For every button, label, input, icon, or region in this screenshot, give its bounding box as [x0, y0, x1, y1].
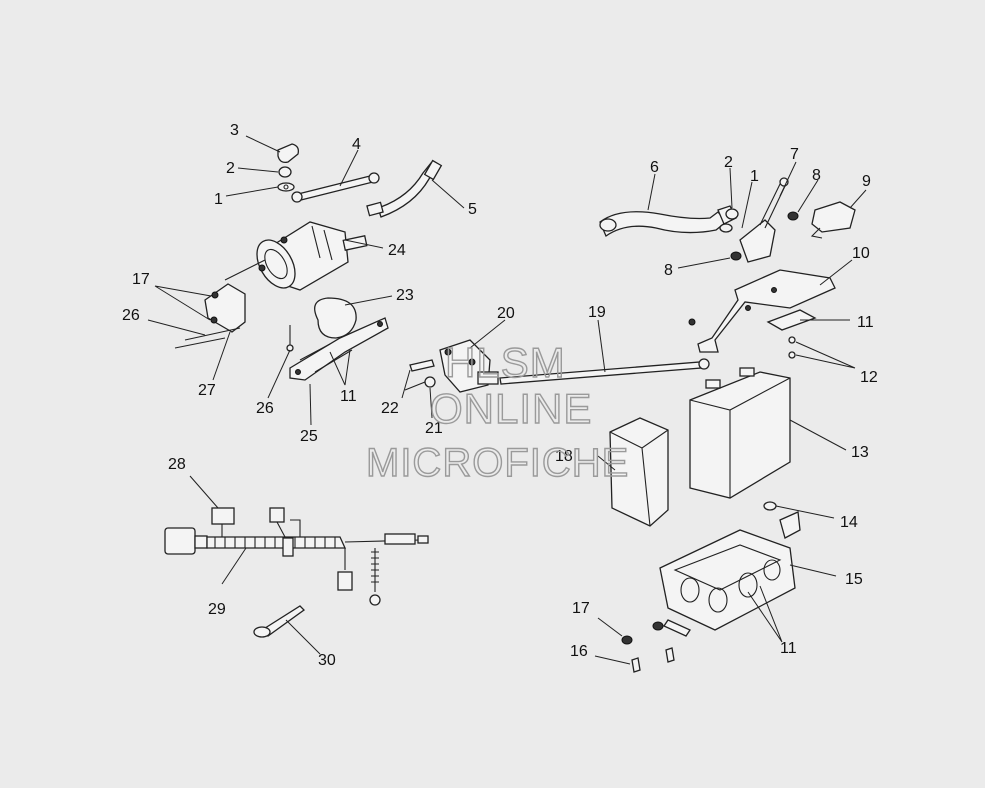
watermark-line-3: MICROFICHE	[366, 441, 629, 485]
callout-20: 20	[497, 305, 515, 322]
callout-25: 25	[300, 428, 318, 445]
starter-cable	[297, 175, 374, 201]
callout-11-bottom: 11	[780, 640, 797, 657]
battery	[689, 367, 791, 499]
callout-24: 24	[388, 242, 406, 259]
callout-14: 14	[840, 514, 858, 531]
callout-8-mid: 8	[664, 262, 673, 279]
callout-2-left: 2	[226, 160, 235, 177]
positive-cable	[599, 211, 727, 237]
callout-12: 12	[860, 369, 878, 386]
callout-17-right: 17	[572, 600, 590, 617]
wire-clip	[811, 201, 856, 233]
callout-11-right: 11	[857, 314, 874, 331]
callout-13: 13	[851, 444, 869, 461]
callout-26-left: 26	[122, 307, 140, 324]
watermark: HLSM ONLINE MICROFICHE	[365, 338, 629, 485]
starter-bracket	[204, 283, 246, 333]
starter-motor	[256, 221, 368, 291]
callout-19: 19	[588, 304, 606, 321]
terminal-washer-right	[719, 223, 733, 233]
callout-26-mid: 26	[256, 400, 274, 417]
callout-10: 10	[852, 245, 870, 262]
callout-21: 21	[425, 420, 443, 437]
callout-30: 30	[318, 652, 336, 669]
callout-5: 5	[468, 201, 477, 218]
callout-28: 28	[168, 456, 186, 473]
callout-18: 18	[555, 448, 573, 465]
callout-1-right: 1	[750, 168, 759, 185]
callout-7: 7	[790, 146, 799, 163]
callouts: 3 2 1 4 5 24 17 26 27 23 26 11 25 20 22 …	[122, 122, 878, 669]
callout-11-left: 11	[340, 388, 357, 405]
watermark-line-2: ONLINE	[430, 385, 592, 432]
callout-3: 3	[230, 122, 239, 139]
solenoid-bracket-group	[286, 297, 389, 381]
battery-bracket	[697, 269, 836, 353]
battery-bolt-head	[763, 501, 777, 511]
wire-harness	[164, 507, 429, 606]
battery-box-nut	[621, 635, 633, 645]
circuit-breaker	[739, 219, 776, 263]
watermark-line-1: HLSM	[445, 339, 566, 386]
callout-27: 27	[198, 382, 216, 399]
callout-29: 29	[208, 601, 226, 618]
callout-23: 23	[396, 287, 414, 304]
callout-6: 6	[650, 159, 659, 176]
foam-pad-strip	[766, 309, 817, 331]
battery-terminal-group	[599, 177, 856, 359]
leader-lines	[147, 135, 867, 665]
callout-16: 16	[570, 643, 588, 660]
starter-motor-group	[174, 143, 443, 349]
relay-group	[404, 339, 499, 393]
callout-1-left: 1	[214, 191, 223, 208]
callout-9: 9	[862, 173, 871, 190]
callout-4: 4	[352, 136, 361, 153]
solenoid-strap	[314, 297, 357, 339]
battery-box-bolt	[631, 657, 641, 673]
terminal-nut-right	[725, 208, 739, 220]
terminal-boot	[277, 143, 300, 164]
battery-box	[659, 511, 801, 637]
solenoid-bracket	[289, 317, 389, 381]
callout-2-right: 2	[724, 154, 733, 171]
callout-15: 15	[845, 571, 863, 588]
callout-22: 22	[381, 400, 399, 417]
terminal-washer	[277, 182, 295, 192]
callout-17-left: 17	[132, 271, 150, 288]
terminal-nut	[278, 166, 292, 178]
callout-8-top: 8	[812, 167, 821, 184]
battery-foam-pad	[609, 417, 669, 527]
